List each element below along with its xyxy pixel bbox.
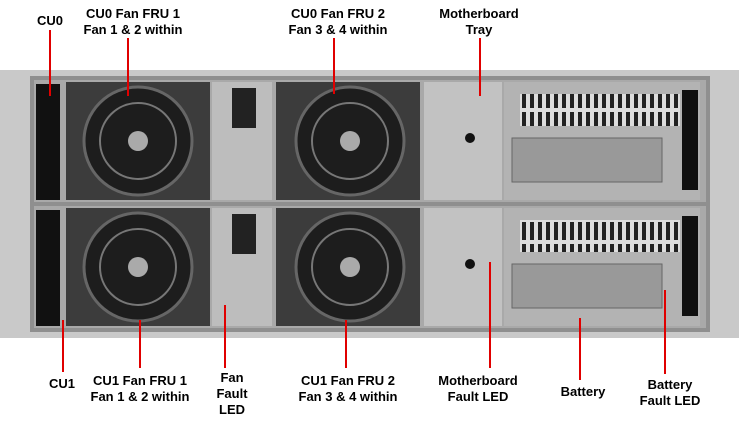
label-line: Fan 1 & 2 within — [90, 389, 190, 404]
label-line: Fan 3 & 4 within — [298, 389, 398, 404]
label-line: Motherboard — [438, 373, 518, 388]
label-line: Tray — [465, 22, 493, 37]
label-line: CU1 — [48, 376, 76, 391]
label-line: Fan — [220, 370, 244, 385]
label-line: Fault LED — [639, 393, 701, 408]
label-battery: Battery — [561, 384, 606, 400]
label-cu0: CU0 — [37, 13, 63, 29]
label-line: Battery — [560, 384, 606, 399]
label-line: LED — [219, 402, 245, 417]
cu1-handle — [36, 210, 60, 326]
unit-cu1 — [34, 206, 706, 328]
label-line: CU0 Fan FRU 1 — [86, 6, 180, 21]
unit-cu0 — [34, 80, 706, 202]
label-line: CU1 Fan FRU 1 — [93, 373, 187, 388]
cu0-handle — [36, 84, 60, 200]
label-line: Fault — [216, 386, 248, 401]
label-line: Fan 3 & 4 within — [288, 22, 388, 37]
leader-lines — [49, 30, 666, 380]
label-line: Motherboard — [439, 6, 519, 21]
cu0-mb-tray — [424, 82, 502, 200]
label-line: Fan 1 & 2 within — [83, 22, 183, 37]
label-cu1: CU1 — [49, 376, 75, 392]
label-line: Battery — [647, 377, 693, 392]
label-line: CU0 Fan FRU 2 — [291, 6, 385, 21]
label-line: Fault LED — [447, 389, 509, 404]
label-line: CU1 Fan FRU 2 — [301, 373, 395, 388]
label-line: CU0 — [36, 13, 64, 28]
